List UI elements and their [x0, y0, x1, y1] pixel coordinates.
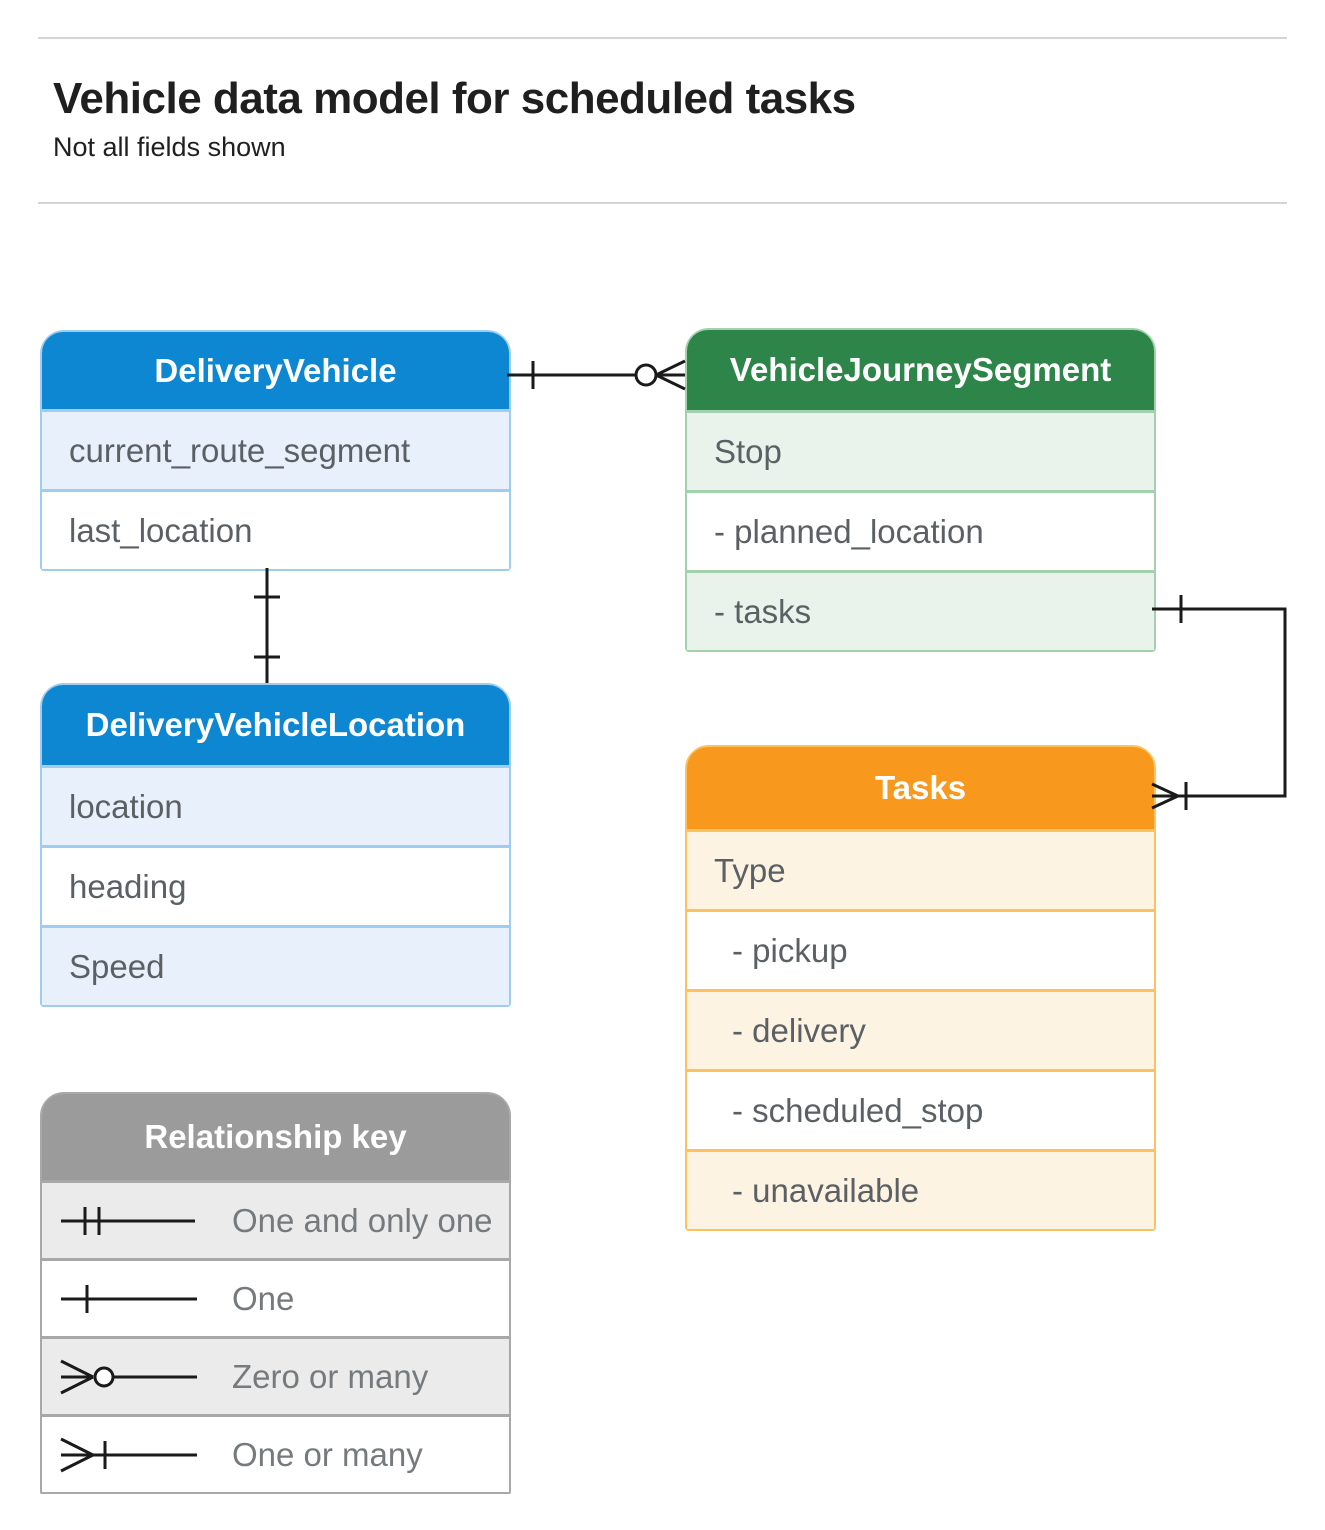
one-or-many-icon: [60, 1437, 197, 1472]
one-icon: [61, 1284, 197, 1313]
legend-item-one-or-many: One or many: [42, 1414, 509, 1492]
field-unavailable: - unavailable: [687, 1149, 1154, 1229]
entity-delivery-vehicle: DeliveryVehicle current_route_segment la…: [40, 330, 511, 571]
legend-label: One: [232, 1279, 295, 1317]
field-delivery: - delivery: [687, 989, 1154, 1069]
entity-vehicle-journey-segment: VehicleJourneySegment Stop - planned_loc…: [685, 328, 1156, 652]
legend-label: One or many: [232, 1435, 423, 1473]
legend-item-one-and-only-one: One and only one: [42, 1180, 509, 1258]
field-planned-location: - planned_location: [687, 490, 1154, 570]
entity-header-vehicle-journey-segment: VehicleJourneySegment: [687, 330, 1154, 410]
page-subtitle: Not all fields shown: [53, 132, 286, 162]
relationship-key: Relationship key One and only one One: [40, 1092, 511, 1494]
page-title: Vehicle data model for scheduled tasks: [53, 74, 856, 123]
legend-label: One and only one: [232, 1201, 493, 1239]
entity-body: Stop - planned_location - tasks: [687, 410, 1154, 650]
entity-tasks: Tasks Type - pickup - delivery - schedul…: [685, 745, 1156, 1231]
field-scheduled-stop: - scheduled_stop: [687, 1069, 1154, 1149]
entity-body: Type - pickup - delivery - scheduled_sto…: [687, 829, 1154, 1229]
header-divider: [38, 202, 1287, 204]
field-location: location: [42, 765, 509, 845]
legend-item-one: One: [42, 1258, 509, 1336]
field-last-location: last_location: [42, 489, 509, 569]
top-divider: [38, 37, 1287, 39]
entity-header-delivery-vehicle-location: DeliveryVehicleLocation: [42, 685, 509, 765]
entity-body: location heading Speed: [42, 765, 509, 1005]
field-pickup: - pickup: [687, 909, 1154, 989]
legend-item-zero-or-many: Zero or many: [42, 1336, 509, 1414]
entity-delivery-vehicle-location: DeliveryVehicleLocation location heading…: [40, 683, 511, 1007]
field-current-route-segment: current_route_segment: [42, 409, 509, 489]
connector-vehiclejourneysegment-tasks-to-tasks: [1151, 595, 1287, 810]
legend-label: Zero or many: [232, 1357, 429, 1395]
field-heading: heading: [42, 845, 509, 925]
entity-body: current_route_segment last_location: [42, 409, 509, 569]
entity-header-delivery-vehicle: DeliveryVehicle: [42, 332, 509, 409]
connector-deliveryvehicle-to-deliveryvehiclelocation: [254, 568, 280, 683]
one-and-only-one-icon: [61, 1206, 195, 1235]
zero-or-many-icon: [60, 1359, 197, 1394]
connector-deliveryvehicle-to-vehiclejourneysegment: [507, 359, 686, 391]
entity-header-tasks: Tasks: [687, 747, 1154, 829]
field-type: Type: [687, 829, 1154, 909]
field-speed: Speed: [42, 925, 509, 1005]
legend-body: One and only one One Zero or many: [42, 1180, 509, 1492]
field-tasks: - tasks: [687, 570, 1154, 650]
field-stop: Stop: [687, 410, 1154, 490]
relationship-key-title: Relationship key: [42, 1094, 509, 1180]
